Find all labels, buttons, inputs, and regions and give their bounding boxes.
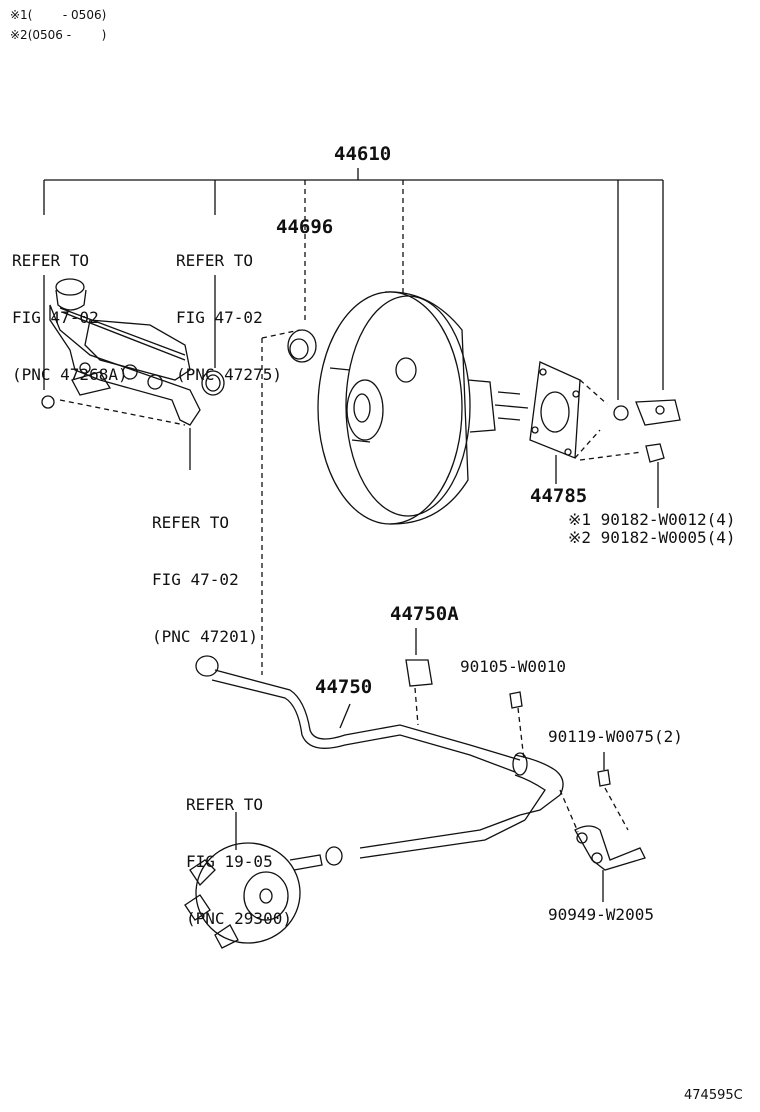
o-ring bbox=[201, 370, 225, 396]
master-cylinder-leaders bbox=[43, 275, 216, 470]
part-44750a-label: 44750A bbox=[390, 603, 459, 625]
ref-47201: REFER TO FIG 47-02 (PNC 47201) bbox=[152, 513, 258, 646]
grommet-44696 bbox=[287, 329, 317, 363]
master-cylinder bbox=[49, 278, 201, 426]
part-90182-w0005-label: ※2 90182-W0005(4) bbox=[568, 528, 736, 547]
clamp-44750A bbox=[405, 659, 433, 687]
vacuum-port-leader bbox=[261, 329, 301, 339]
vacuum-pump bbox=[184, 812, 343, 949]
brake-booster bbox=[317, 291, 529, 525]
note-1: ※1( - 0506) bbox=[10, 8, 107, 22]
ref-29300: REFER TO FIG 19-05 (PNC 29300) bbox=[186, 795, 292, 928]
part-44750-label: 44750 bbox=[315, 676, 373, 698]
ref-47268a: REFER TO FIG 47-02 (PNC 47268A) bbox=[12, 251, 128, 384]
part-44696-label: 44696 bbox=[276, 216, 334, 238]
clevis-and-nuts bbox=[613, 399, 681, 508]
master-cylinder-nut bbox=[41, 395, 55, 409]
illustration-id: 474595C bbox=[684, 1088, 743, 1103]
vacuum-hose-44750 bbox=[195, 655, 564, 859]
part-90182-w0012-label: ※1 90182-W0012(4) bbox=[568, 510, 736, 529]
note-2: ※2(0506 - ) bbox=[10, 28, 107, 42]
part-44610-label: 44610 bbox=[334, 143, 392, 165]
assembly-bracket-44610 bbox=[43, 168, 664, 400]
part-44785-label: 44785 bbox=[530, 485, 588, 507]
part-90949-w2005-label: 90949-W2005 bbox=[548, 905, 654, 924]
gasket-44785 bbox=[529, 361, 643, 484]
ref-47275: REFER TO FIG 47-02 (PNC 47275) bbox=[176, 251, 282, 384]
part-90119-w0075-label: 90119-W0075(2) bbox=[548, 727, 683, 746]
part-90105-w0010-label: 90105-W0010 bbox=[460, 657, 566, 676]
bracket-90949 bbox=[509, 691, 646, 902]
